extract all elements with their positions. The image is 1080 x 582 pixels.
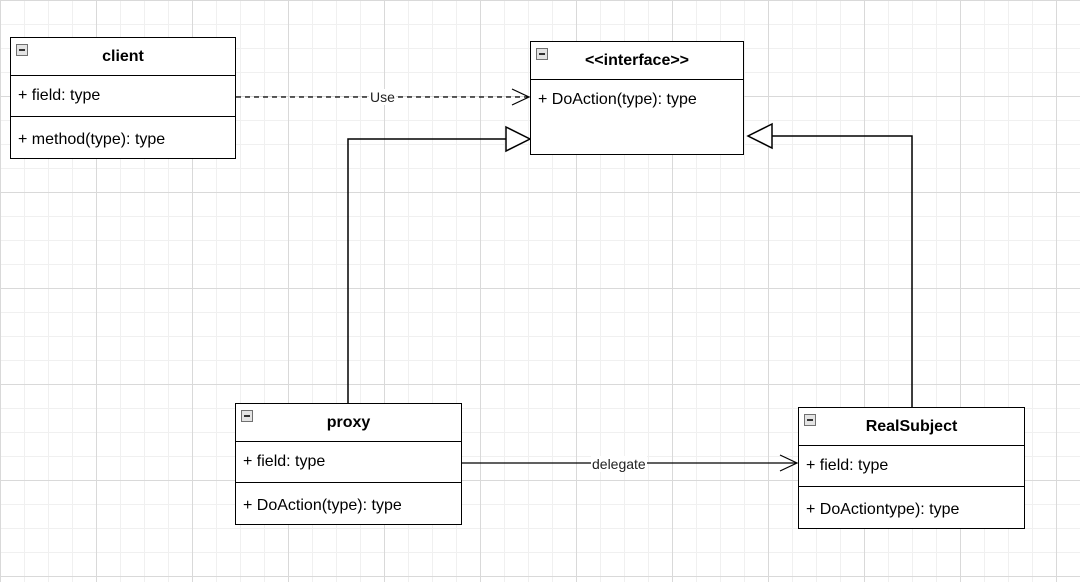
use-edge-label: Use [369,89,396,105]
class-header[interactable]: RealSubject [799,408,1024,446]
proxy-class-box[interactable]: proxy + field: type + DoAction(type): ty… [235,403,462,525]
fields-section: + field: type [11,76,235,117]
class-name: proxy [326,413,371,431]
methods-section: + method(type): type [11,117,235,163]
interface-class-box[interactable]: <<interface>> + DoAction(type): type [530,41,744,155]
class-name: RealSubject [865,417,958,435]
class-header[interactable]: proxy [236,404,461,442]
method-item: + DoActiontype): type [806,501,960,518]
method-item: + DoAction(type): type [243,497,402,514]
methods-section: + DoAction(type): type [531,80,743,120]
method-item: + method(type): type [18,131,166,148]
methods-section: + DoActiontype): type [799,487,1024,533]
collapse-toggle-icon[interactable] [804,414,816,426]
field-item: + field: type [243,453,326,470]
class-header[interactable]: <<interface>> [531,42,743,80]
fields-section: + field: type [799,446,1024,487]
methods-section: + DoAction(type): type [236,483,461,529]
delegate-edge-label: delegate [591,456,647,472]
collapse-toggle-icon[interactable] [536,48,548,60]
class-header[interactable]: client [11,38,235,76]
collapse-toggle-icon[interactable] [241,410,253,422]
class-name: <<interface>> [584,51,690,69]
proxy-generalization-edge [347,125,532,403]
realsubject-class-box[interactable]: RealSubject + field: type + DoActiontype… [798,407,1025,529]
field-item: + field: type [806,457,889,474]
fields-section: + field: type [236,442,461,483]
class-name: client [102,47,144,65]
field-item: + field: type [18,87,101,104]
collapse-toggle-icon[interactable] [16,44,28,56]
realsubject-generalization-edge [746,122,913,407]
client-class-box[interactable]: client + field: type + method(type): typ… [10,37,236,159]
method-item: + DoAction(type): type [538,91,697,108]
